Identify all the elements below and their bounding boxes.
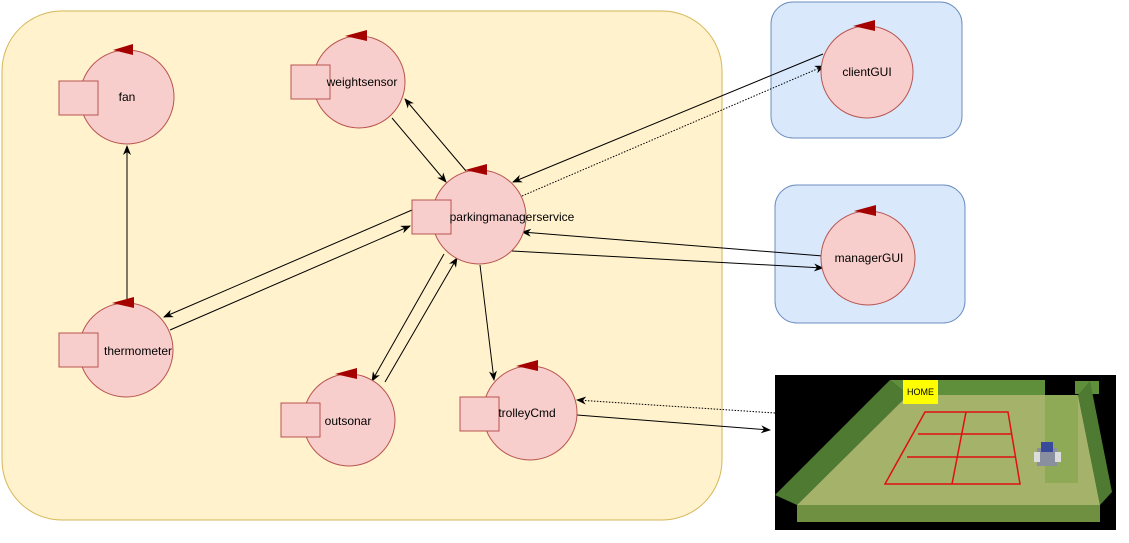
edge-pms-weightsensor bbox=[404, 98, 467, 172]
actor-parkingmanagerservice: parkingmanagerservice bbox=[411, 164, 575, 265]
edge-weightsensor-pms bbox=[391, 117, 447, 183]
trolleycmd-label: trolleyCmd bbox=[498, 406, 555, 420]
parkingmanagerservice-label: parkingmanagerservice bbox=[450, 210, 575, 224]
edge-pms-managergui bbox=[511, 250, 824, 272]
edge-managergui-pms bbox=[521, 228, 824, 257]
actor-thermometer: thermometer bbox=[58, 297, 174, 398]
edge-clientgui-pms bbox=[512, 53, 824, 183]
edge-outsonar-pms bbox=[384, 257, 458, 383]
edge-trolleycmd-roomview bbox=[576, 414, 771, 434]
actor-trolleycmd: trolleyCmd bbox=[459, 360, 578, 461]
edge-thermometer-pms bbox=[169, 225, 411, 331]
robot-icon bbox=[1034, 442, 1061, 466]
edge-pms-clientgui bbox=[521, 65, 825, 197]
actor-outsonar: outsonar bbox=[280, 368, 396, 467]
thermometer-label: thermometer bbox=[104, 344, 172, 358]
edge-pms-trolleycmd bbox=[479, 264, 497, 381]
weightsensor-label: weightsensor bbox=[326, 75, 398, 89]
clientgui-label: clientGUI bbox=[842, 65, 891, 79]
edge-pms-outsonar bbox=[371, 253, 445, 382]
actor-managergui: managerGUI bbox=[820, 205, 916, 306]
edge-roomview-trolleycmd bbox=[576, 396, 776, 414]
home-label: HOME bbox=[907, 387, 934, 397]
actor-weightsensor: weightsensor bbox=[290, 30, 406, 129]
room-view-image: HOME bbox=[775, 375, 1116, 530]
actor-clientgui: clientGUI bbox=[820, 20, 914, 119]
outsonar-label: outsonar bbox=[325, 414, 372, 428]
edge-pms-thermometer bbox=[163, 209, 413, 318]
actor-fan: fan bbox=[58, 44, 175, 145]
managergui-label: managerGUI bbox=[835, 251, 904, 265]
home-badge bbox=[903, 380, 938, 404]
fan-label: fan bbox=[119, 90, 136, 104]
